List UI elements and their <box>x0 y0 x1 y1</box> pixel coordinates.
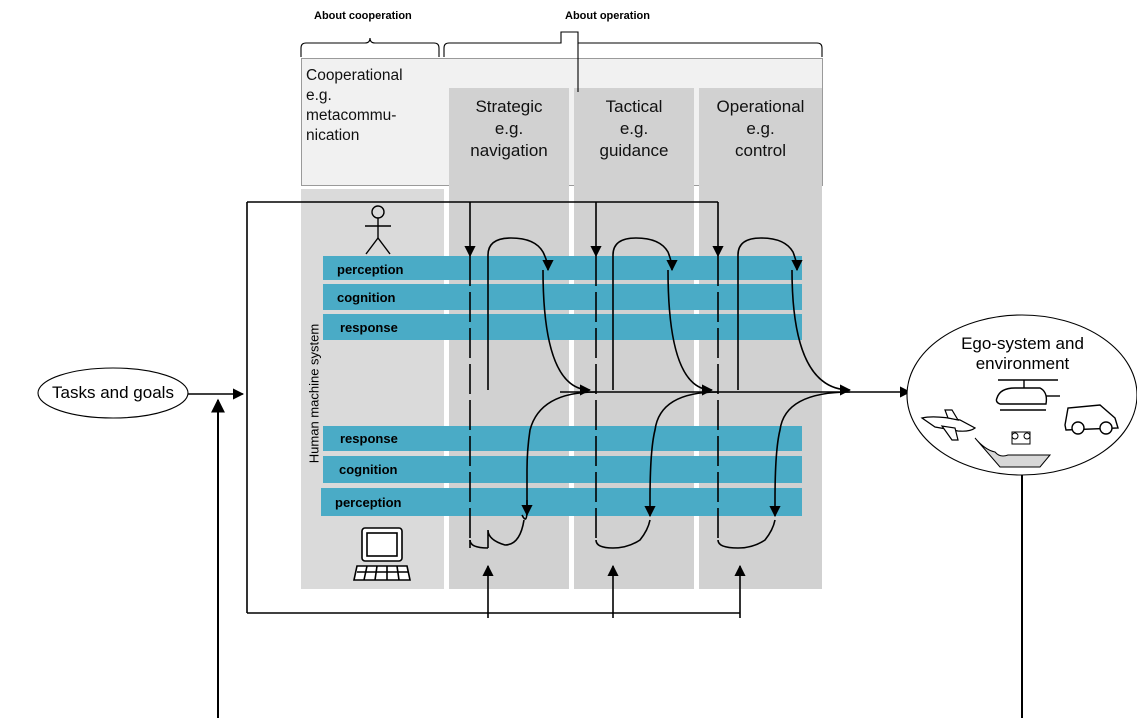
bar-response-bottom <box>323 426 802 451</box>
column-example-strategic: navigation <box>470 141 548 160</box>
column-title-tactical: Tactical <box>605 97 663 116</box>
column-eg-strategic: e.g. <box>494 119 524 138</box>
bar-label-cognition-top: cognition <box>337 290 396 305</box>
bar-label-response-bottom: response <box>340 431 398 446</box>
bar-cognition-top <box>323 284 802 310</box>
brace-cooperation <box>300 37 440 57</box>
ego-line2: environment <box>975 354 1070 373</box>
column-eg-tactical: e.g. <box>619 119 649 138</box>
human-figure-icon <box>365 205 391 255</box>
column-example-operational: control <box>734 141 787 160</box>
tasks-label: Tasks and goals <box>52 383 174 402</box>
about-cooperation-label: About cooperation <box>314 10 412 22</box>
bar-cognition-bottom <box>323 456 802 483</box>
bar-perception-bottom <box>321 488 802 516</box>
bar-perception-top <box>323 256 802 280</box>
column-title-strategic: Strategic <box>475 97 543 116</box>
column-eg-operational: e.g. <box>746 119 775 138</box>
cooperational-label: Cooperational e.g. metacommu- nication <box>306 66 403 146</box>
bar-response-top <box>323 314 802 340</box>
column-label-operational: Operational e.g. control <box>699 96 822 162</box>
tasks-ellipse <box>37 367 189 419</box>
brace-operation <box>443 31 823 57</box>
hms-panel <box>301 189 444 589</box>
hms-label: Human machine system <box>306 323 322 464</box>
cooperational-line3: metacommu- <box>306 107 397 124</box>
computer-icon <box>353 527 411 581</box>
cooperational-line1: Cooperational <box>306 67 403 84</box>
column-label-tactical: Tactical e.g. guidance <box>574 96 694 162</box>
ship-icon <box>974 431 1052 468</box>
cooperational-line4: nication <box>306 127 360 144</box>
bar-label-response-top: response <box>340 320 398 335</box>
cooperational-line2: e.g. <box>306 87 332 104</box>
about-operation-label: About operation <box>565 10 650 22</box>
ego-label: Ego-system and environment <box>930 334 1115 374</box>
helicopter-icon <box>995 379 1060 411</box>
bar-label-perception-bottom: perception <box>335 495 402 510</box>
airplane-icon <box>920 409 977 441</box>
car-icon <box>1064 404 1119 435</box>
bar-label-cognition-bottom: cognition <box>339 462 398 477</box>
column-example-tactical: guidance <box>599 141 669 160</box>
bar-label-perception-top: perception <box>337 262 404 277</box>
column-label-strategic: Strategic e.g. navigation <box>449 96 569 162</box>
ego-line1: Ego-system and <box>961 334 1084 353</box>
column-title-operational: Operational <box>716 97 805 116</box>
